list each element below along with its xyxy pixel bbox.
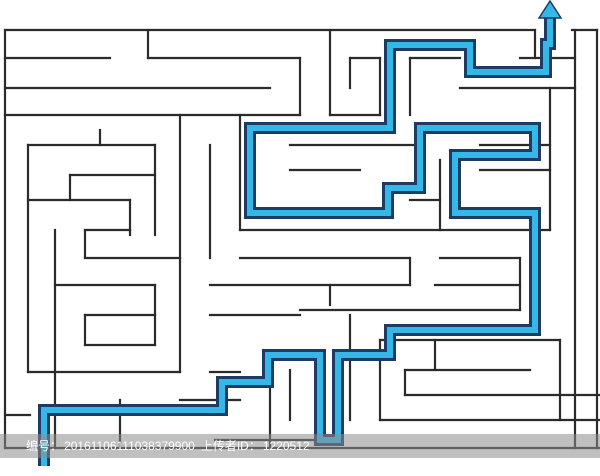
caption-label: 编号： xyxy=(26,439,63,453)
solution-path-outline xyxy=(38,12,556,466)
arrow-up-icon xyxy=(537,0,563,19)
solution-path-fill xyxy=(41,12,553,466)
maze-walls xyxy=(3,28,600,450)
caption-image-id: 20161106111038379900 xyxy=(64,439,195,453)
caption-uploader-id: 1220512 xyxy=(262,439,310,453)
image-caption-bar: 编号：20161106111038379900 上传者ID：1220512 xyxy=(0,434,600,458)
solution-path xyxy=(38,0,563,466)
caption-uploader-label: 上传者ID： xyxy=(200,439,261,453)
